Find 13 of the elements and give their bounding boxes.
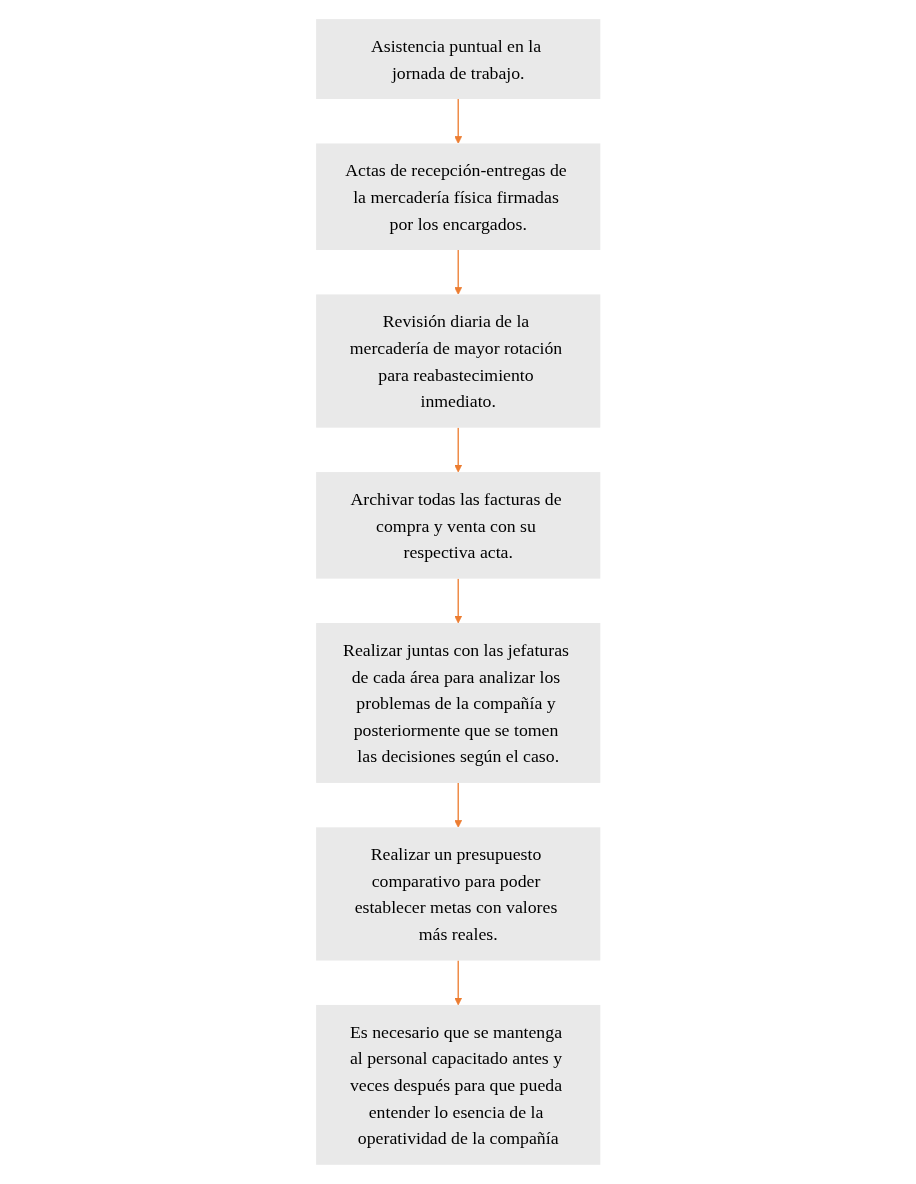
arrow (454, 959, 462, 1006)
node-box: Asistencia puntual en la jornada de trabajo. (315, 19, 601, 100)
arrow (454, 98, 462, 144)
node-box: Revisión diaria de la mercadería de mayor rotación para reabastecimiento inmediato. (315, 294, 601, 428)
node-box: Realizar un presupuesto comparativo para poder establecer metas con valores más reales. (315, 827, 601, 961)
arrow (454, 427, 462, 473)
arrow (454, 249, 462, 295)
node-box: Archivar todas las facturas de compra y venta con su respectiva acta. (315, 472, 601, 579)
node-box: Realizar juntas con las jefaturas de cada área para analizar los problemas de la compañía y posteriormente que se tomen las decisiones según el caso. (315, 623, 601, 783)
arrow (454, 578, 462, 624)
node-box: Actas de recepción-entregas de la mercadería física firmadas por los encargados. (315, 143, 601, 251)
node-box: Es necesario que se mantenga al personal capacitado antes y veces después para que pueda entender lo esencia de la operatividad de la compañía (315, 1005, 601, 1165)
arrow (454, 782, 462, 828)
